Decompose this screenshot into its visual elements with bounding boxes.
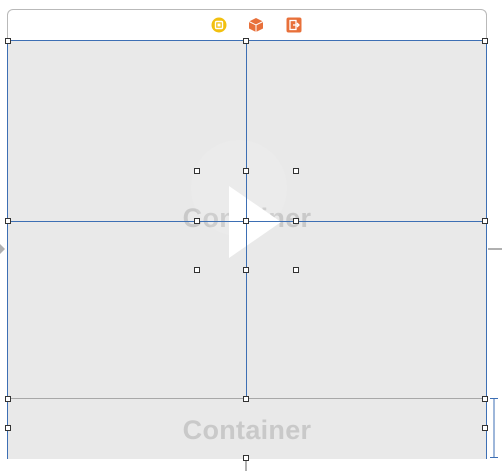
resize-handle-top-right[interactable] <box>482 38 488 44</box>
resize-handle-lower-bottom[interactable] <box>243 455 249 461</box>
inner-handle-middle-right[interactable] <box>293 218 299 224</box>
container-view-bottom[interactable]: Container <box>8 398 486 459</box>
inner-handle-top-right[interactable] <box>293 168 299 174</box>
inner-handle-bottom-center[interactable] <box>243 267 249 273</box>
resize-handle-bottom-left[interactable] <box>5 396 11 402</box>
resize-handle-lower-left[interactable] <box>5 425 11 431</box>
play-icon[interactable] <box>229 186 281 258</box>
resize-handle-top-left[interactable] <box>5 38 11 44</box>
inner-handle-top-center[interactable] <box>243 168 249 174</box>
resize-handle-bottom-center[interactable] <box>243 396 249 402</box>
bottom-connector <box>245 459 247 471</box>
resize-handle-lower-right[interactable] <box>482 425 488 431</box>
view-controller-icon[interactable] <box>211 17 227 33</box>
inner-handle-middle-left[interactable] <box>194 218 200 224</box>
inner-handle-bottom-right[interactable] <box>293 267 299 273</box>
resize-handle-middle-left[interactable] <box>5 218 11 224</box>
height-dimension-bracket <box>490 398 498 458</box>
resize-handle-middle-right[interactable] <box>482 218 488 224</box>
inner-handle-top-left[interactable] <box>194 168 200 174</box>
exit-icon[interactable] <box>286 17 302 33</box>
inner-handle-bottom-left[interactable] <box>194 267 200 273</box>
inner-handle-center[interactable] <box>243 218 249 224</box>
first-responder-icon[interactable] <box>248 17 264 33</box>
scene-frame[interactable]: Container Container <box>7 40 487 459</box>
container-label-bottom: Container <box>182 415 312 445</box>
segue-arrow-left[interactable] <box>0 244 5 254</box>
resize-handle-top-center[interactable] <box>243 38 249 44</box>
segue-line-right[interactable] <box>488 248 502 250</box>
resize-handle-bottom-right[interactable] <box>482 396 488 402</box>
scene-dock <box>7 9 487 40</box>
